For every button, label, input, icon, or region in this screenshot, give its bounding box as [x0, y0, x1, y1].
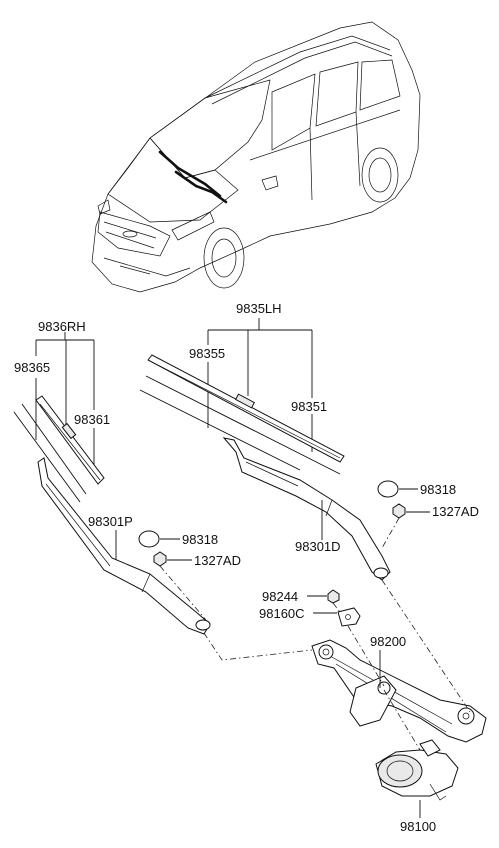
part-labels: 9836RH 9835LH 98365 98361 98355 98351 98…: [14, 301, 479, 834]
label-98318-right: 98318: [420, 482, 456, 497]
label-98160c: 98160C: [259, 606, 305, 621]
label-98355: 98355: [189, 346, 225, 361]
label-98200: 98200: [370, 634, 406, 649]
label-98318-left: 98318: [182, 532, 218, 547]
label-1327ad-right: 1327AD: [432, 504, 479, 519]
label-1327ad-left: 1327AD: [194, 553, 241, 568]
lh-wiper-assembly: [139, 318, 430, 581]
label-98244: 98244: [262, 589, 298, 604]
label-98301d: 98301D: [295, 539, 341, 554]
label-98100: 98100: [400, 819, 436, 834]
label-98365: 98365: [14, 360, 50, 375]
vehicle-illustration: [91, 21, 421, 293]
label-98361: 98361: [74, 412, 110, 427]
rh-wiper-assembly: [13, 332, 211, 635]
label-98301p: 98301P: [88, 514, 133, 529]
label-98351: 98351: [291, 399, 327, 414]
label-9836rh: 9836RH: [38, 319, 86, 334]
label-9835lh: 9835LH: [236, 301, 282, 316]
linkage-and-motor: [159, 517, 487, 818]
